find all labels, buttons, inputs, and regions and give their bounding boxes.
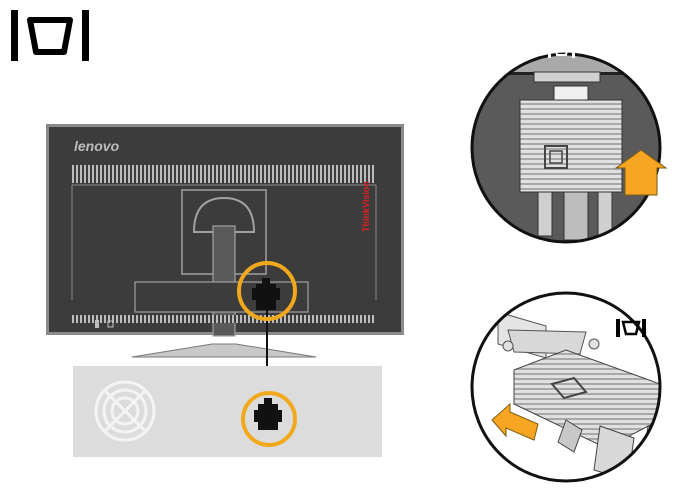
vent-grille-bottom: [72, 315, 376, 323]
monitor-rear-view: lenovo ThinkVision: [46, 124, 404, 358]
detail-top-vga-icon: [548, 42, 575, 58]
computer-case: [73, 366, 382, 457]
computer-vga-plug-icon: [254, 398, 282, 430]
port-bay: [134, 281, 309, 313]
monitor-brand-label: lenovo: [74, 138, 120, 154]
computer-port-detail: [470, 291, 662, 483]
fan-grille-icon: [94, 380, 156, 442]
computer-case-body: [73, 366, 382, 457]
detail-bottom-vga-icon: [616, 319, 646, 337]
monitor-port-highlight: [237, 261, 297, 321]
stand-base: [131, 343, 317, 358]
insert-left-arrow-icon: [491, 402, 539, 441]
monitor-vga-plug-icon: [252, 278, 280, 310]
insert-up-arrow-icon: [614, 149, 668, 196]
side-brand-label: ThinkVision: [361, 181, 371, 232]
vent-grille-top: [72, 165, 376, 183]
monitor-port-detail: [470, 42, 668, 244]
computer-port-highlight: [241, 391, 297, 447]
power-button-icon: [95, 320, 99, 328]
header-vga-icon: [11, 10, 89, 61]
